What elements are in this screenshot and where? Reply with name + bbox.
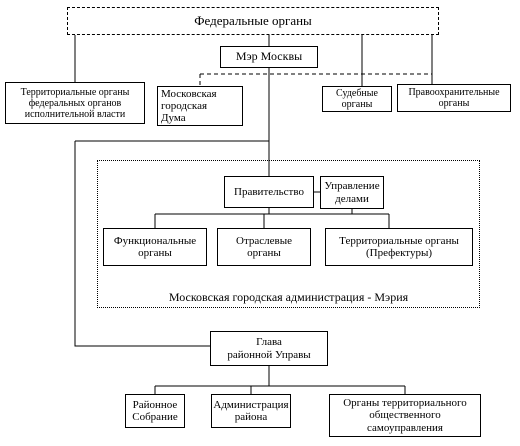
mayor-box: Мэр Москвы	[220, 46, 318, 68]
territorial-federal-box: Территориальные органы федеральных орган…	[5, 82, 145, 124]
law-enforcement-box: Правоохранительные органы	[397, 84, 511, 112]
federal-bodies-box: Федеральные органы	[67, 7, 439, 35]
prefectures-box: Территориальные органы (Префектуры)	[325, 228, 473, 266]
line-left-to-district-head	[74, 141, 210, 347]
line-district-head-to-children	[154, 366, 406, 394]
courts-box: Судебные органы	[322, 86, 392, 112]
affairs-office-box: Управление делами	[320, 176, 384, 209]
sectoral-bodies-box: Отраслевые органы	[217, 228, 311, 266]
functional-bodies-box: Функциональные органы	[103, 228, 207, 266]
district-assembly-box: Районное Собрание	[125, 394, 185, 428]
self-government-box: Органы территориального общественного са…	[329, 394, 481, 437]
district-administration-box: Администрация района	[211, 394, 291, 428]
mayoralty-region	[97, 160, 480, 308]
city-duma-box: Московская городская Дума	[157, 86, 243, 126]
district-head-box: Глава районной Управы	[210, 331, 328, 366]
government-box: Правительство	[224, 176, 314, 208]
line-mayor-to-government	[75, 68, 270, 176]
line-government-to-agencies	[154, 208, 390, 228]
mayoralty-region-label: Московская городская администрация - Мэр…	[168, 290, 409, 304]
